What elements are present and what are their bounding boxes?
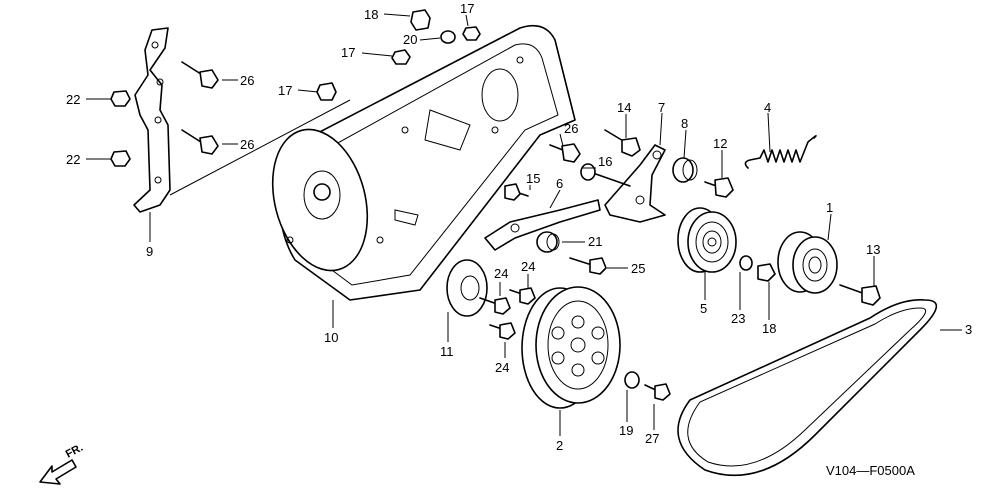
drive-belt-part	[677, 299, 938, 477]
front-direction-label: FR.	[64, 442, 85, 461]
callout-12: 12	[713, 136, 727, 151]
callout-7: 7	[658, 100, 665, 115]
spring-part	[744, 134, 817, 169]
diagram-code: V104—F0500A	[826, 463, 915, 478]
leader-lines	[86, 13, 962, 436]
callout-16: 16	[598, 154, 612, 169]
collar-part	[536, 231, 560, 253]
callout-18-right: 18	[762, 321, 776, 336]
callout-21: 21	[588, 234, 602, 249]
callout-9: 9	[146, 244, 153, 259]
callout-3: 3	[965, 322, 972, 337]
bolt-part	[181, 61, 581, 163]
callout-23: 23	[731, 311, 745, 326]
callout-24-bottom: 24	[495, 360, 509, 375]
callout-22-bottom: 22	[66, 152, 80, 167]
callout-4: 4	[764, 100, 771, 115]
callout-14: 14	[617, 100, 631, 115]
front-direction-arrow-icon	[39, 459, 77, 485]
callout-15: 15	[526, 171, 540, 186]
callout-8: 8	[681, 116, 688, 131]
flange-part	[446, 259, 511, 317]
callout-6: 6	[556, 176, 563, 191]
nut-part	[110, 9, 481, 167]
drive-pulley-part	[521, 286, 621, 409]
belt-case-part	[271, 24, 576, 301]
callout-27: 27	[645, 431, 659, 446]
callout-10: 10	[324, 330, 338, 345]
callout-26-upper: 26	[240, 73, 254, 88]
bolt-part	[489, 287, 536, 340]
bracket-part	[133, 27, 171, 213]
collar-part	[672, 157, 698, 183]
tension-arm-part	[484, 144, 666, 251]
tension-pulley-part	[677, 207, 737, 273]
callout-26-lower: 26	[240, 137, 254, 152]
callout-20: 20	[403, 32, 417, 47]
callout-17-mid: 17	[341, 45, 355, 60]
callout-5: 5	[700, 301, 707, 316]
washer-part	[624, 371, 671, 401]
washer-part	[739, 255, 776, 282]
callout-labels: 1 2 3 4 5 6 7 8 9 10 11 12 13 14 15 16 1…	[66, 1, 972, 453]
callout-24-right: 24	[521, 259, 535, 274]
callout-1: 1	[826, 200, 833, 215]
callout-19: 19	[619, 423, 633, 438]
callout-24-left: 24	[494, 266, 508, 281]
callout-2: 2	[556, 438, 563, 453]
callout-26-center: 26	[564, 121, 578, 136]
callout-18-top: 18	[364, 7, 378, 22]
callout-22-top: 22	[66, 92, 80, 107]
callout-25: 25	[631, 261, 645, 276]
callout-11: 11	[440, 344, 454, 359]
driven-pulley-part	[777, 231, 838, 294]
callout-17-top: 17	[460, 1, 474, 16]
callout-17-low: 17	[278, 83, 292, 98]
callout-13: 13	[866, 242, 880, 257]
